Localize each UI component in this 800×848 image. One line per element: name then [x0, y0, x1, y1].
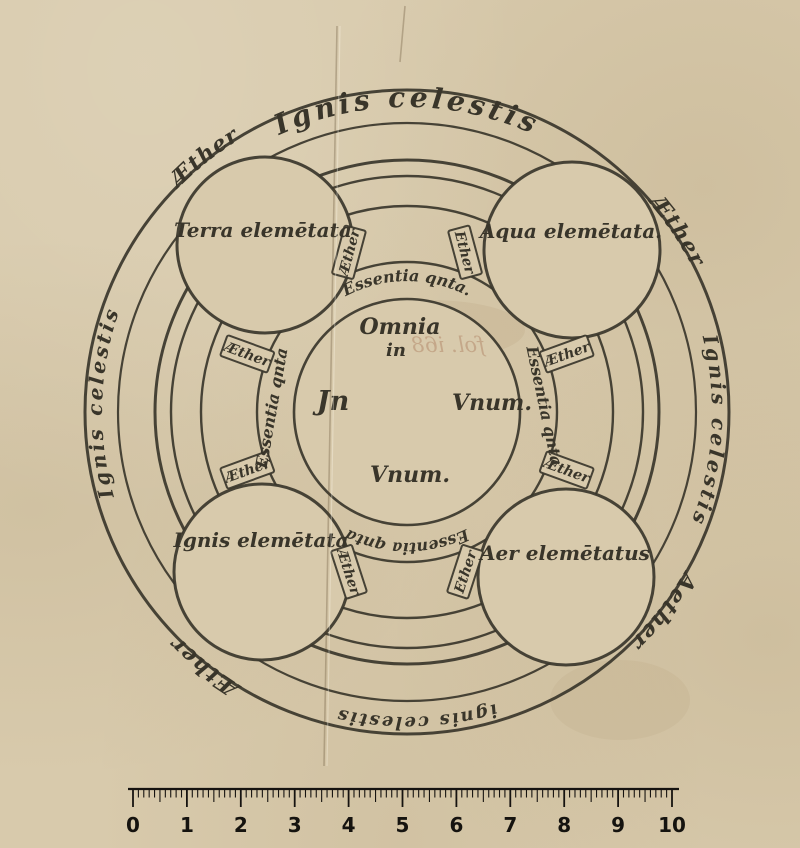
paper-stain: [550, 660, 690, 740]
ruler-number: 6: [449, 813, 463, 837]
outer-ring-label-top: Ignis celestis: [268, 81, 541, 142]
aether-box: Æther: [539, 334, 595, 374]
aether-box: Æther: [219, 334, 275, 374]
ruler-ticks: [132, 789, 673, 807]
terra-circle: [175, 155, 355, 335]
ghost-bleedthrough: fol. i68: [411, 333, 487, 357]
center-in: in: [386, 340, 406, 361]
band-inner-circle: [199, 204, 615, 620]
ghost-text: fol. i68: [411, 333, 487, 357]
center-vnum-right: Vnum.: [452, 390, 532, 416]
svg-text:Ignis celestis: Ignis celestis: [686, 331, 731, 530]
aether-box-rect: [447, 224, 483, 280]
aether-box-rect: [219, 334, 275, 374]
ruler-number: 9: [611, 813, 625, 837]
center-vnum-bottom: Vnum.: [370, 462, 450, 488]
ignis-circle: [172, 482, 352, 662]
ignis-label: Ignis elemētata: [172, 528, 348, 552]
outer-ring-label-right: Ignis celestis: [686, 331, 728, 530]
ruler-number: 7: [503, 813, 517, 837]
terra-label: Terra elemētata: [174, 218, 352, 242]
ruler-number: 4: [342, 813, 356, 837]
aether-box-rect: [539, 334, 595, 374]
aether-box-rect: [446, 544, 484, 600]
quintessence-ring: [255, 260, 559, 564]
aether-box: Æther: [539, 450, 595, 490]
paper-crease-top: [399, 5, 406, 63]
second-circle: [116, 121, 698, 703]
paper-crease: [323, 25, 338, 767]
aether-box-rect: [219, 450, 275, 490]
paper-crease-highlight: [326, 25, 341, 767]
central-circle: [292, 297, 522, 527]
aether-box: Ether: [447, 224, 483, 280]
ruler-number: 3: [288, 813, 302, 837]
ruler-number: 0: [126, 813, 140, 837]
aether-box-rect: [539, 450, 595, 490]
ruler-number: 10: [658, 813, 686, 837]
third-circle: [153, 158, 661, 666]
ruler-numbers: 0 1 2 3 4 5 6 7 8 9 10: [126, 813, 686, 837]
aqua-circle: [482, 160, 662, 340]
outer-circle: [83, 88, 731, 736]
ruler-number: 2: [234, 813, 248, 837]
essentia-label-bottom: Essentia qnta: [342, 525, 473, 558]
center-omnia: Omnia: [359, 314, 440, 340]
aer-circle: [476, 487, 656, 667]
svg-text:Ignis celestis: Ignis celestis: [268, 81, 545, 142]
aqua-label: Aqua elemētata.: [478, 219, 662, 243]
ruler-number: 8: [557, 813, 571, 837]
aer-label: Aer elemētatus: [478, 541, 650, 565]
aether-box-rect: [331, 224, 367, 280]
svg-text:Essentia qnta: Essentia qnta: [342, 525, 473, 558]
center-jn: Jn: [312, 386, 349, 417]
band-outer-circle: [169, 174, 645, 650]
aether-box-rect: [330, 544, 368, 600]
ruler-number: 5: [396, 813, 410, 837]
ruler-number: 1: [180, 813, 194, 837]
